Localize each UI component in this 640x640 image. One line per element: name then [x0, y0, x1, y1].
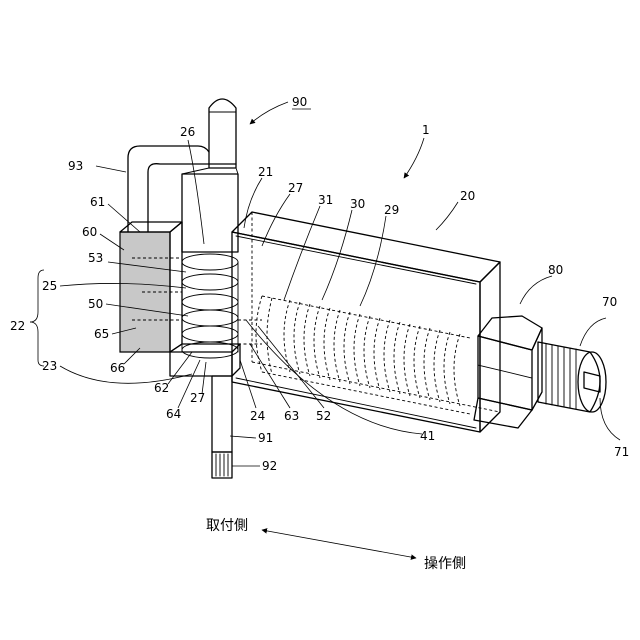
label-52: 52 [316, 409, 331, 423]
main-body-20 [232, 212, 500, 432]
core-stack [182, 254, 262, 358]
direction-indicator: 取付側 操作側 [206, 518, 466, 572]
label-80: 80 [548, 263, 563, 277]
label-90: 90 [292, 95, 307, 109]
label-66: 66 [110, 361, 125, 375]
label-64: 64 [166, 407, 181, 421]
label-22: 22 [10, 319, 25, 333]
label-23: 23 [42, 359, 57, 373]
guide-block [182, 168, 238, 252]
plunger-rod-top [209, 99, 236, 168]
lower-rod [212, 376, 232, 478]
label-25: 25 [42, 279, 57, 293]
side-plate-60 [120, 222, 182, 352]
label-50: 50 [88, 297, 103, 311]
label-61: 61 [90, 195, 105, 209]
mount-side-label: 取付側 [206, 518, 248, 534]
label-71: 71 [614, 445, 629, 459]
hex-nut-80 [474, 316, 542, 428]
label-93: 93 [68, 159, 83, 173]
label-1: 1 [422, 123, 430, 137]
reference-labels: 90 1 26 93 21 27 31 30 29 20 61 60 53 25… [10, 95, 629, 473]
label-21: 21 [258, 165, 273, 179]
operation-side-label: 操作側 [424, 556, 466, 572]
label-65: 65 [94, 327, 109, 341]
label-31: 31 [318, 193, 333, 207]
label-27a: 27 [288, 181, 303, 195]
coil-windings [256, 296, 470, 414]
label-92: 92 [262, 459, 277, 473]
label-53: 53 [88, 251, 103, 265]
label-60: 60 [82, 225, 97, 239]
label-30: 30 [350, 197, 365, 211]
label-27b: 27 [190, 391, 205, 405]
label-24: 24 [250, 409, 265, 423]
label-63: 63 [284, 409, 299, 423]
label-62: 62 [154, 381, 169, 395]
label-29: 29 [384, 203, 399, 217]
label-41: 41 [420, 429, 435, 443]
label-26: 26 [180, 125, 195, 139]
label-70: 70 [602, 295, 617, 309]
label-20: 20 [460, 189, 475, 203]
threaded-screw-70 [538, 342, 606, 412]
label-91: 91 [258, 431, 273, 445]
